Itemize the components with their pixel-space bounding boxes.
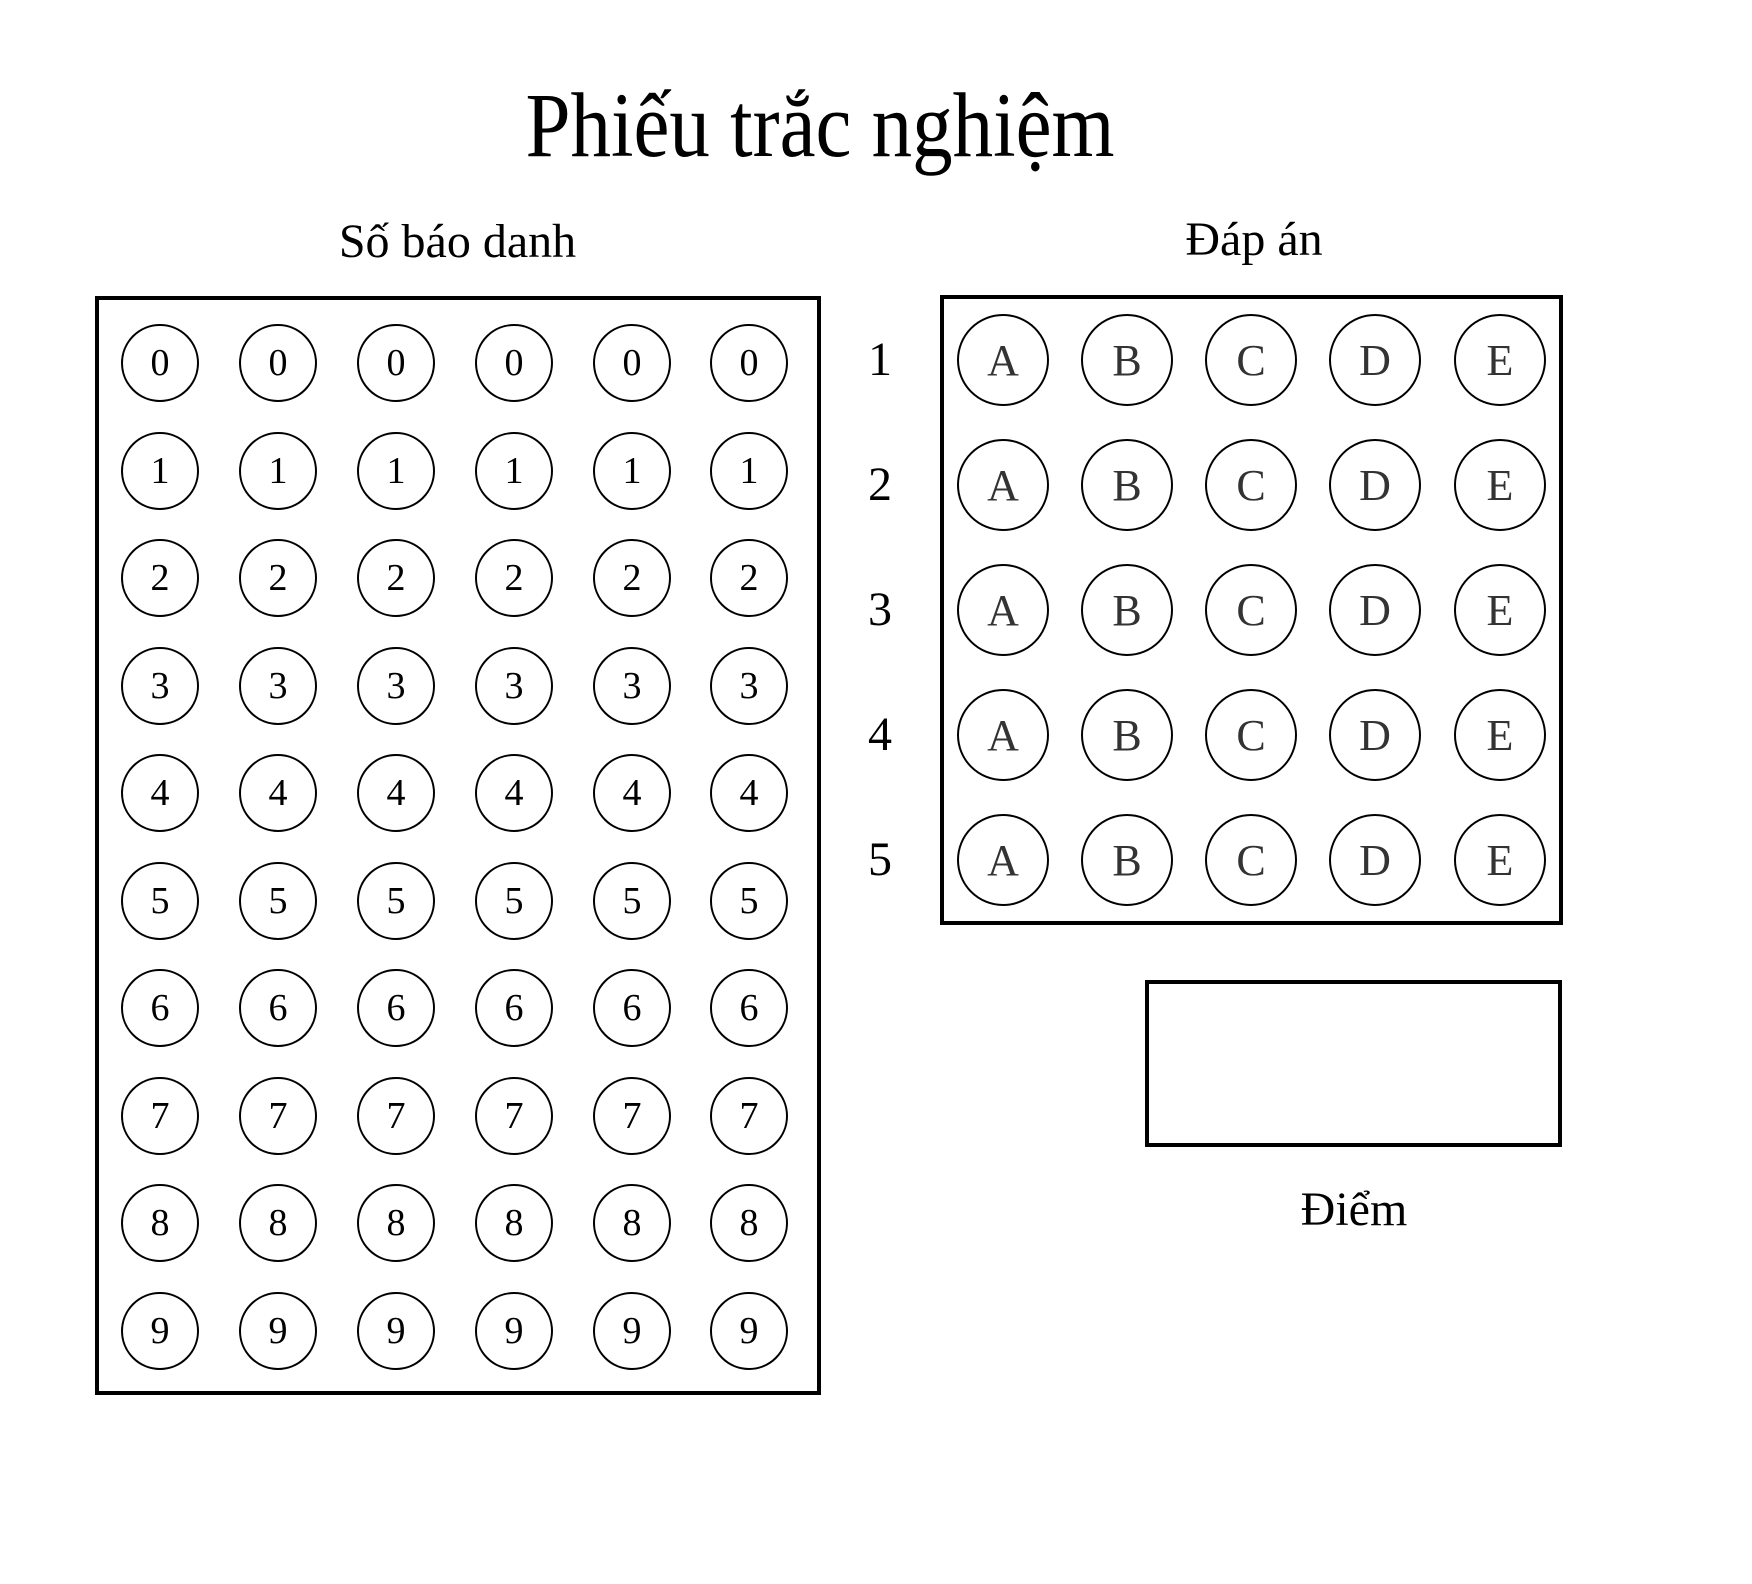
question-number: 3 [868,583,892,636]
digit-bubble[interactable]: 0 [121,324,199,402]
answer-bubble[interactable]: A [957,439,1049,531]
digit-bubble[interactable]: 0 [357,324,435,402]
page-title: Phiếu trắc nghiệm [525,74,1115,176]
digit-bubble[interactable]: 8 [710,1184,788,1262]
answer-bubble[interactable]: A [957,314,1049,406]
digit-bubble[interactable]: 8 [593,1184,671,1262]
answer-bubble[interactable]: C [1205,689,1297,781]
answer-bubble[interactable]: B [1081,439,1173,531]
digit-bubble[interactable]: 1 [239,431,317,510]
digit-bubble[interactable]: 8 [121,1184,199,1262]
digit-bubble[interactable]: 4 [357,754,435,832]
digit-bubble[interactable]: 7 [239,1076,317,1155]
digit-bubble[interactable]: 9 [357,1291,435,1370]
digit-bubble[interactable]: 4 [239,754,317,832]
answer-bubble[interactable]: B [1081,564,1173,656]
answer-bubble[interactable]: C [1205,564,1297,656]
digit-bubble[interactable]: 5 [357,861,435,940]
digit-bubble[interactable]: 7 [475,1076,553,1155]
digit-bubble[interactable]: 3 [593,646,671,725]
digit-bubble[interactable]: 4 [121,754,199,832]
digit-bubble[interactable]: 9 [239,1291,317,1370]
question-number: 5 [868,833,892,886]
digit-bubble[interactable]: 3 [475,646,553,725]
answer-bubble[interactable]: D [1329,564,1421,656]
answer-bubble[interactable]: E [1454,564,1546,656]
digit-bubble[interactable]: 5 [710,861,788,940]
digit-bubble[interactable]: 4 [710,754,788,832]
answer-grid [940,295,1563,925]
candidate-number-label: Số báo danh [338,215,577,268]
answer-bubble[interactable]: E [1454,814,1546,906]
digit-bubble[interactable]: 6 [357,969,435,1047]
question-number: 2 [868,458,892,511]
answer-bubble[interactable]: B [1081,814,1173,906]
digit-bubble[interactable]: 6 [121,969,199,1047]
answer-bubble[interactable]: D [1329,314,1421,406]
digit-bubble[interactable]: 1 [475,431,553,510]
digit-bubble[interactable]: 8 [357,1184,435,1262]
digit-bubble[interactable]: 8 [475,1184,553,1262]
answer-bubble[interactable]: D [1329,439,1421,531]
digit-bubble[interactable]: 4 [593,754,671,832]
digit-bubble[interactable]: 9 [593,1291,671,1370]
question-number: 1 [868,333,892,386]
answer-bubble[interactable]: E [1454,439,1546,531]
digit-bubble[interactable]: 3 [710,646,788,725]
answer-bubble[interactable]: C [1205,814,1297,906]
digit-bubble[interactable]: 2 [475,539,553,617]
digit-bubble[interactable]: 0 [593,324,671,402]
score-label: Điểm [1300,1183,1408,1236]
answer-bubble[interactable]: A [957,564,1049,656]
answer-bubble[interactable]: B [1081,689,1173,781]
digit-bubble[interactable]: 9 [121,1291,199,1370]
answer-bubble[interactable]: B [1081,314,1173,406]
answer-bubble[interactable]: E [1454,689,1546,781]
question-number: 4 [868,708,892,761]
digit-bubble[interactable]: 1 [593,431,671,510]
digit-bubble[interactable]: 0 [475,324,553,402]
digit-bubble[interactable]: 7 [710,1076,788,1155]
candidate-number-grid [95,296,821,1395]
digit-bubble[interactable]: 9 [475,1291,553,1370]
digit-bubble[interactable]: 6 [475,969,553,1047]
answer-bubble[interactable]: C [1205,314,1297,406]
digit-bubble[interactable]: 2 [593,539,671,617]
digit-bubble[interactable]: 1 [121,431,199,510]
digit-bubble[interactable]: 1 [710,431,788,510]
digit-bubble[interactable]: 0 [710,324,788,402]
answer-bubble[interactable]: E [1454,314,1546,406]
digit-bubble[interactable]: 0 [239,324,317,402]
digit-bubble[interactable]: 3 [357,646,435,725]
digit-bubble[interactable]: 6 [710,969,788,1047]
digit-bubble[interactable]: 1 [357,431,435,510]
digit-bubble[interactable]: 6 [593,969,671,1047]
digit-bubble[interactable]: 2 [121,539,199,617]
digit-bubble[interactable]: 8 [239,1184,317,1262]
digit-bubble[interactable]: 2 [357,539,435,617]
digit-bubble[interactable]: 2 [710,539,788,617]
digit-bubble[interactable]: 2 [239,539,317,617]
digit-bubble[interactable]: 7 [593,1076,671,1155]
answer-bubble[interactable]: A [957,814,1049,906]
digit-bubble[interactable]: 5 [239,861,317,940]
digit-bubble[interactable]: 7 [121,1076,199,1155]
digit-bubble[interactable]: 3 [121,646,199,725]
score-box [1145,980,1562,1147]
digit-bubble[interactable]: 6 [239,969,317,1047]
digit-bubble[interactable]: 4 [475,754,553,832]
answers-label: Đáp án [1185,213,1323,266]
digit-bubble[interactable]: 7 [357,1076,435,1155]
digit-bubble[interactable]: 3 [239,646,317,725]
answer-bubble[interactable]: C [1205,439,1297,531]
digit-bubble[interactable]: 5 [593,861,671,940]
answer-bubble[interactable]: D [1329,814,1421,906]
digit-bubble[interactable]: 5 [475,861,553,940]
answer-bubble[interactable]: D [1329,689,1421,781]
digit-bubble[interactable]: 5 [121,861,199,940]
answer-bubble[interactable]: A [957,689,1049,781]
digit-bubble[interactable]: 9 [710,1291,788,1370]
